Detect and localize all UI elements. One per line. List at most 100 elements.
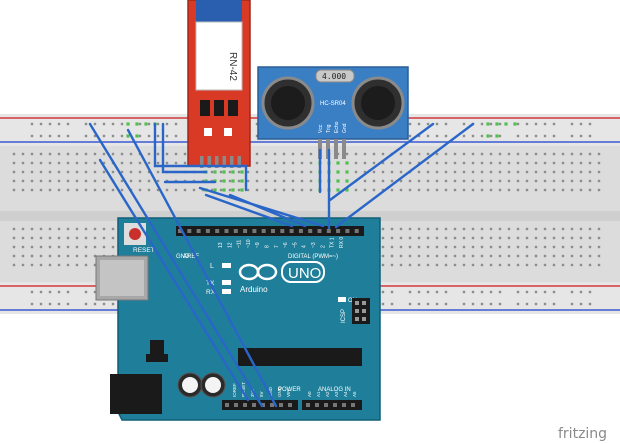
breadboard-hole bbox=[570, 236, 574, 240]
breadboard-hole bbox=[552, 236, 556, 240]
crystal-label: 4.000 bbox=[322, 72, 346, 81]
l-led-label: L bbox=[210, 263, 214, 270]
bluetooth-pin bbox=[215, 156, 219, 168]
breadboard-hole bbox=[588, 161, 592, 165]
breadboard-hole bbox=[57, 227, 61, 231]
breadboard-hole bbox=[21, 263, 25, 267]
breadboard-hole bbox=[309, 161, 313, 165]
breadboard-hole bbox=[588, 227, 592, 231]
wire bbox=[161, 122, 208, 174]
connected-hole bbox=[222, 188, 226, 192]
breadboard-hole bbox=[255, 188, 259, 192]
power-header-pin bbox=[288, 403, 292, 407]
breadboard-hole bbox=[489, 263, 493, 267]
breadboard-hole bbox=[471, 227, 475, 231]
digital-pin-label: ~9 bbox=[255, 242, 261, 248]
breadboard-hole bbox=[363, 161, 367, 165]
breadboard-hole bbox=[111, 170, 115, 174]
breadboard-hole bbox=[525, 179, 529, 183]
breadboard-hole bbox=[543, 188, 547, 192]
breadboard-hole bbox=[525, 245, 529, 249]
breadboard-hole bbox=[75, 245, 79, 249]
pin-label-vcc: Vcc bbox=[318, 124, 324, 133]
breadboard-hole bbox=[147, 170, 151, 174]
breadboard-hole bbox=[57, 170, 61, 174]
breadboard-hole bbox=[156, 161, 160, 165]
breadboard-hole bbox=[435, 170, 439, 174]
connected-hole bbox=[240, 170, 244, 174]
breadboard-hole bbox=[354, 170, 358, 174]
breadboard-hole bbox=[543, 302, 547, 306]
breadboard-hole bbox=[525, 152, 529, 156]
breadboard-hole bbox=[300, 170, 304, 174]
breadboard-hole bbox=[516, 170, 520, 174]
breadboard-hole bbox=[30, 179, 34, 183]
breadboard-hole bbox=[93, 152, 97, 156]
breadboard-hole bbox=[210, 188, 214, 192]
breadboard-hole bbox=[426, 152, 430, 156]
rx-led bbox=[222, 289, 231, 294]
breadboard-hole bbox=[57, 254, 61, 258]
analog-header-pin bbox=[333, 403, 337, 407]
breadboard-hole bbox=[516, 254, 520, 258]
breadboard-hole bbox=[102, 188, 106, 192]
breadboard-hole bbox=[228, 170, 232, 174]
breadboard-hole bbox=[30, 122, 34, 126]
breadboard-hole bbox=[147, 122, 151, 126]
breadboard-hole bbox=[552, 302, 556, 306]
breadboard-hole bbox=[498, 161, 502, 165]
breadboard-hole bbox=[39, 302, 43, 306]
breadboard-hole bbox=[453, 236, 457, 240]
breadboard-hole bbox=[291, 188, 295, 192]
breadboard-hole bbox=[66, 245, 70, 249]
header-pin bbox=[233, 229, 238, 233]
breadboard-hole bbox=[543, 122, 547, 126]
breadboard-hole bbox=[498, 170, 502, 174]
breadboard-hole bbox=[489, 170, 493, 174]
breadboard-hole bbox=[507, 254, 511, 258]
wire bbox=[328, 122, 435, 202]
breadboard-hole bbox=[498, 227, 502, 231]
digital-label: DIGITAL (PWM=~) bbox=[288, 254, 338, 260]
breadboard-hole bbox=[597, 227, 601, 231]
breadboard-hole bbox=[453, 161, 457, 165]
breadboard-hole bbox=[471, 188, 475, 192]
logo-loop-right bbox=[256, 263, 278, 281]
digital-header bbox=[176, 226, 364, 236]
breadboard-hole bbox=[525, 254, 529, 258]
breadboard-hole bbox=[147, 152, 151, 156]
breadboard-hole bbox=[525, 122, 529, 126]
breadboard-hole bbox=[138, 179, 142, 183]
breadboard-hole bbox=[453, 152, 457, 156]
bluetooth-module: RN-42 bbox=[187, 0, 251, 168]
breadboard-hole bbox=[435, 302, 439, 306]
breadboard-hole bbox=[588, 170, 592, 174]
breadboard-hole bbox=[219, 179, 223, 183]
breadboard-hole bbox=[183, 188, 187, 192]
breadboard-hole bbox=[282, 179, 286, 183]
breadboard-hole bbox=[39, 161, 43, 165]
icsp-header bbox=[352, 298, 370, 324]
breadboard-hole bbox=[588, 152, 592, 156]
breadboard-hole bbox=[435, 227, 439, 231]
breadboard-hole bbox=[480, 245, 484, 249]
breadboard-hole bbox=[372, 188, 376, 192]
breadboard-hole bbox=[435, 152, 439, 156]
breadboard-hole bbox=[399, 161, 403, 165]
connected-hole bbox=[213, 188, 217, 192]
breadboard-hole bbox=[516, 245, 520, 249]
breadboard-hole bbox=[516, 161, 520, 165]
breadboard-hole bbox=[399, 179, 403, 183]
connected-hole bbox=[240, 188, 244, 192]
breadboard-hole bbox=[489, 236, 493, 240]
breadboard-hole bbox=[282, 152, 286, 156]
breadboard-hole bbox=[75, 227, 79, 231]
breadboard-hole bbox=[552, 179, 556, 183]
breadboard-hole bbox=[417, 134, 421, 138]
breadboard-hole bbox=[453, 245, 457, 249]
breadboard-hole bbox=[192, 188, 196, 192]
breadboard-hole bbox=[588, 122, 592, 126]
breadboard-hole bbox=[471, 179, 475, 183]
breadboard-hole bbox=[426, 170, 430, 174]
analog-header-pin bbox=[306, 403, 310, 407]
